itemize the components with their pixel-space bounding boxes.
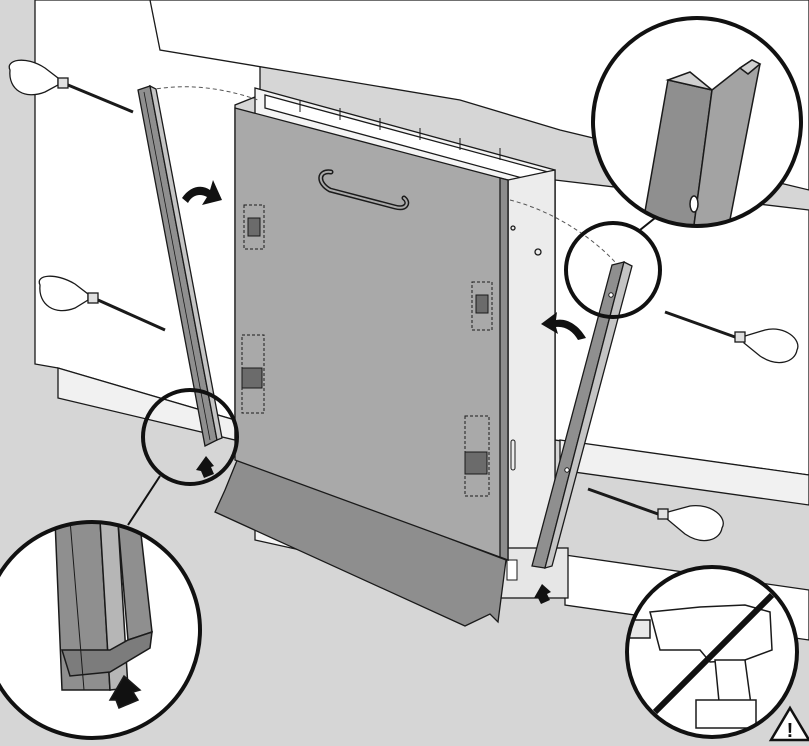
door-panel — [234, 107, 509, 561]
arrow-icon — [541, 312, 586, 340]
no-power-drill-icon — [625, 565, 799, 739]
zoom-ring-top — [564, 221, 662, 319]
arrow-icon — [196, 456, 214, 478]
arrow-icon — [534, 584, 551, 604]
warning-symbol: ! — [787, 720, 794, 742]
arrow-icon — [108, 674, 142, 709]
zoom-ring-bottom — [141, 388, 239, 486]
screwdriver-icon — [664, 310, 799, 364]
cabinet-left — [34, 0, 261, 441]
screwdriver-icon — [38, 275, 166, 332]
guide-line-right — [509, 199, 616, 263]
guide-line-left — [149, 86, 259, 101]
callout-leader — [127, 475, 161, 526]
strip-top-detail — [591, 16, 803, 228]
strip-bottom-detail — [0, 520, 202, 740]
kick-plate — [214, 457, 507, 627]
screwdriver-icon — [587, 487, 724, 542]
screwdriver-icon — [8, 59, 134, 114]
strip-left — [137, 84, 223, 447]
warning-icon: ! — [768, 705, 809, 742]
strip-right — [531, 261, 633, 569]
arrow-icon — [182, 180, 222, 205]
